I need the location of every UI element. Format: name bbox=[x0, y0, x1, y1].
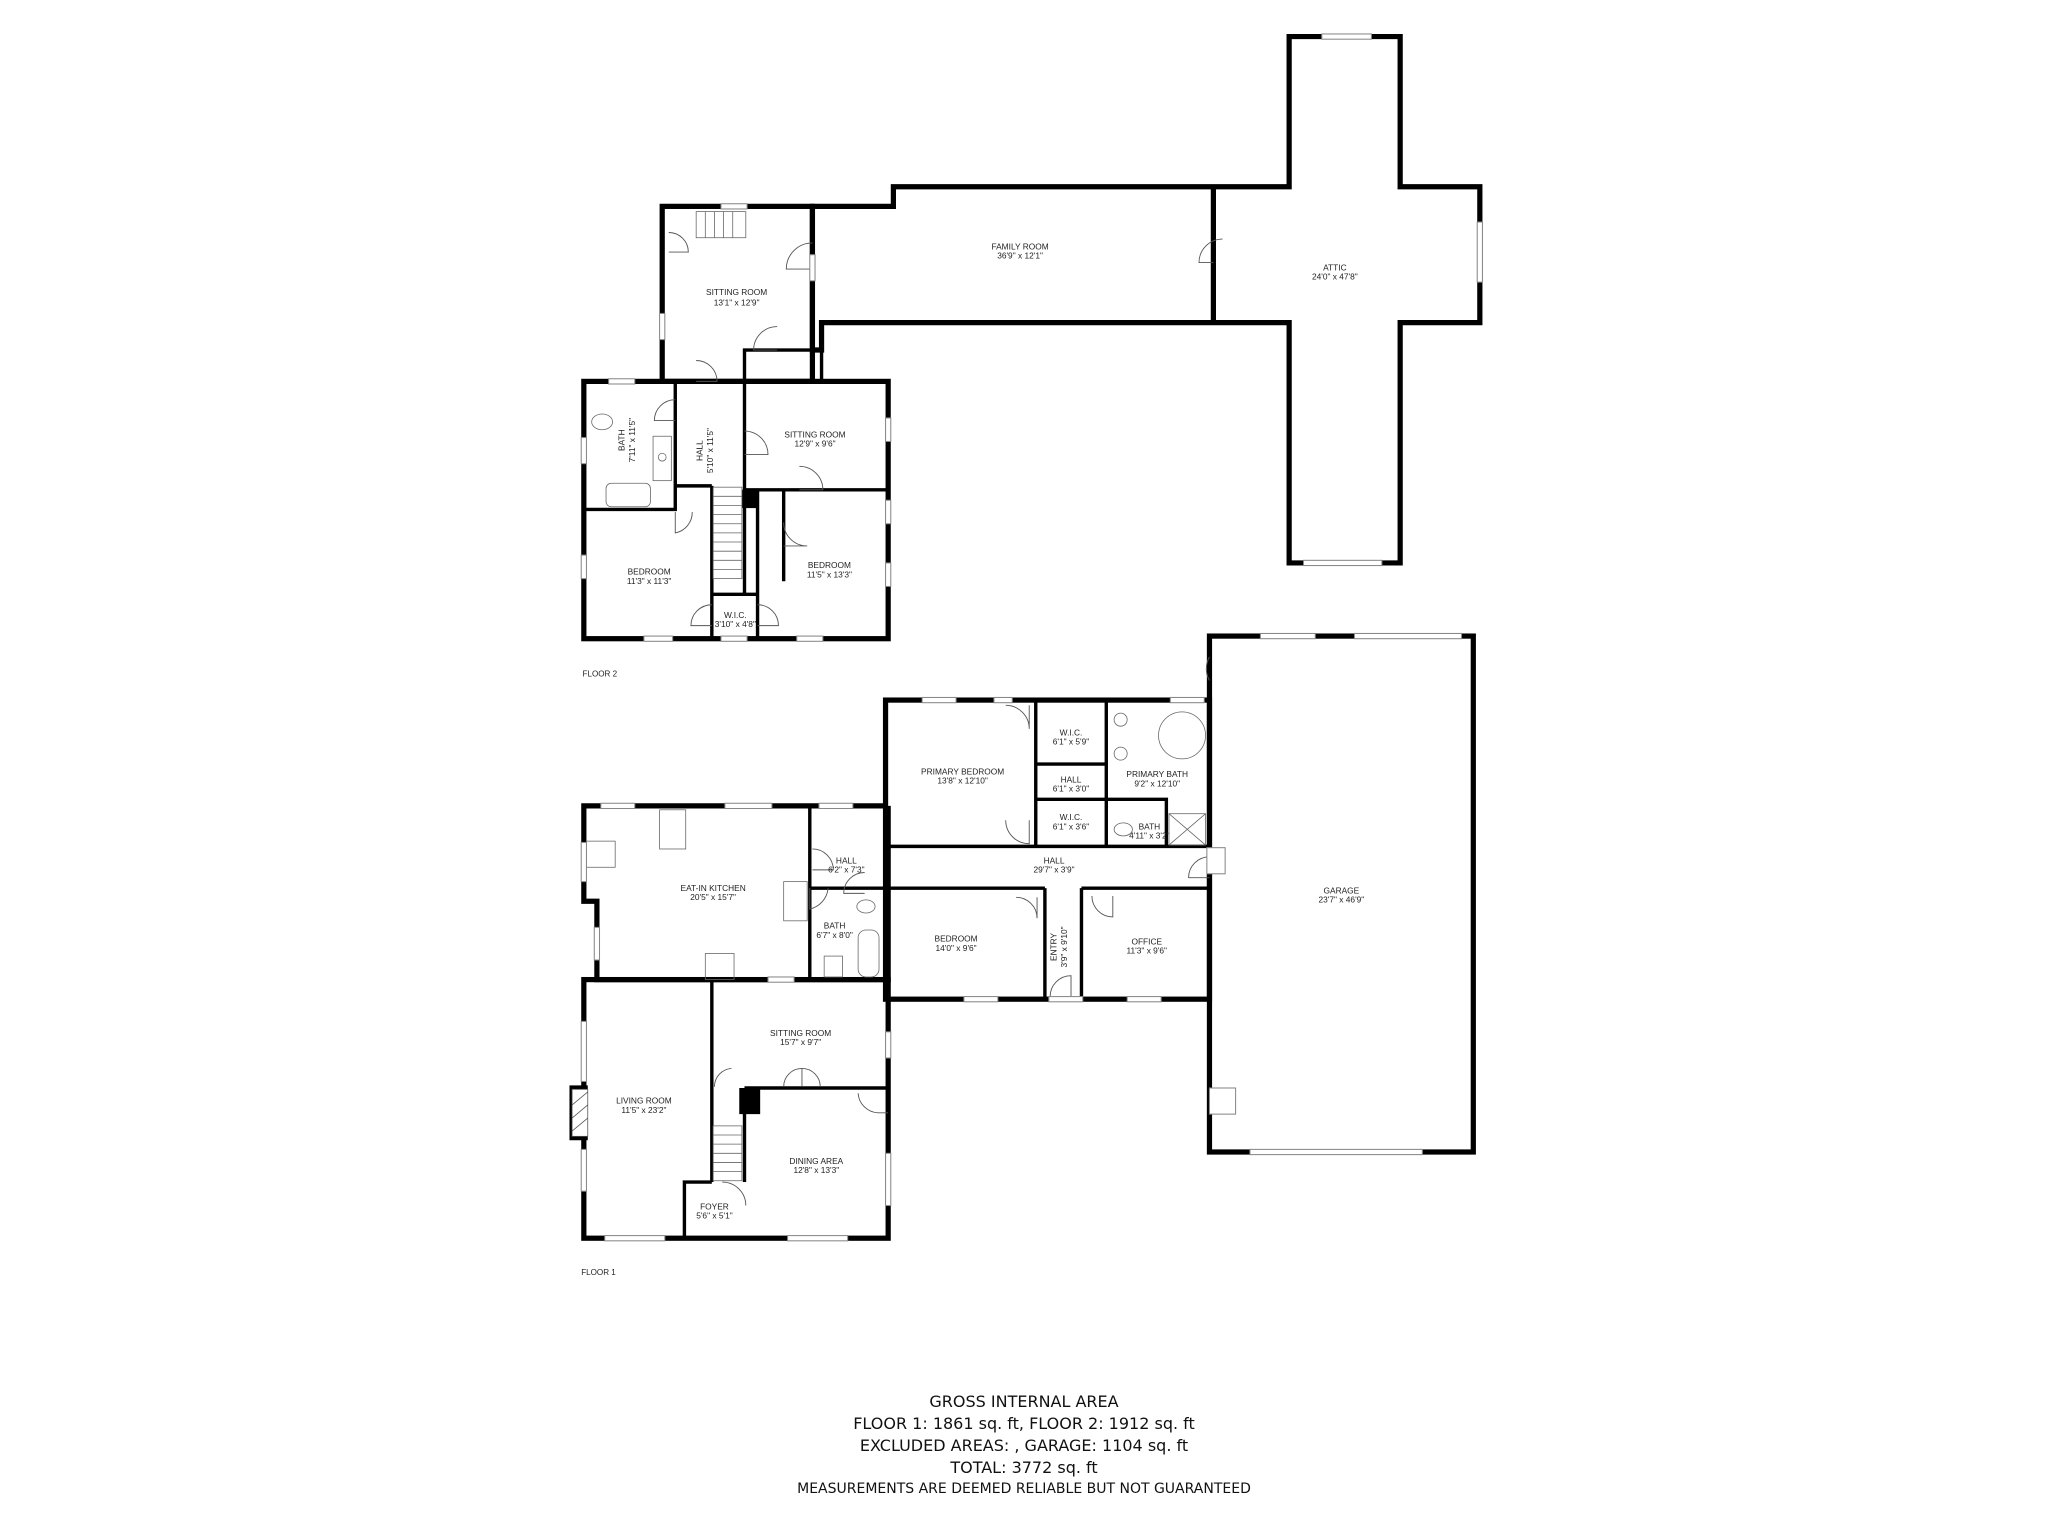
room-name: PRIMARY BATH bbox=[1126, 769, 1188, 779]
room-name: BATH bbox=[824, 921, 846, 931]
room-dims: 3'10" x 4'8" bbox=[715, 619, 756, 629]
room-dims: 6'1" x 5'9" bbox=[1053, 736, 1090, 746]
windows bbox=[580, 632, 1463, 1242]
room-dims: 29'7" x 3'9" bbox=[1033, 864, 1074, 874]
room-dims: 15'7" x 9'7" bbox=[780, 1037, 821, 1047]
room-name: SITTING ROOM bbox=[784, 430, 845, 440]
room-name: ENTRY bbox=[1049, 932, 1059, 961]
room-dims: 24'0" x 47'8" bbox=[1312, 272, 1358, 282]
floor-2: SITTING ROOM 13'1" x 12'9" FAMILY ROOM 3… bbox=[580, 33, 1483, 679]
room-name: FAMILY ROOM bbox=[991, 241, 1048, 251]
room-dims: 6'7" x 8'0" bbox=[816, 930, 853, 940]
fireplace-icon bbox=[569, 1085, 589, 1141]
door-icons bbox=[653, 232, 1223, 627]
room-dims: 12'8" x 13'3" bbox=[793, 1165, 839, 1175]
room-name: OFFICE bbox=[1131, 936, 1162, 946]
room-name: FOYER bbox=[700, 1201, 729, 1211]
floor-1-label: FLOOR 1 bbox=[581, 1268, 616, 1277]
excluded-areas: EXCLUDED AREAS: , GARAGE: 1104 sq. ft bbox=[859, 1436, 1189, 1455]
room-dims: 11'5" x 23'2" bbox=[621, 1105, 666, 1115]
room-name: W.I.C. bbox=[1060, 727, 1083, 737]
room-dims: 6'1" x 3'0" bbox=[1053, 784, 1090, 794]
room-dims: 9'2" x 12'10" bbox=[1134, 778, 1180, 788]
floor-2-label: FLOOR 2 bbox=[583, 670, 618, 679]
room-dims: 36'9" x 12'1" bbox=[997, 251, 1043, 261]
room-name: BATH bbox=[616, 429, 626, 451]
room-name: ATTIC bbox=[1323, 262, 1346, 272]
room-name: GARAGE bbox=[1324, 885, 1360, 895]
room-name: HALL bbox=[1044, 855, 1065, 865]
stairs-icon bbox=[695, 211, 747, 580]
total-area: TOTAL: 3772 sq. ft bbox=[950, 1458, 1098, 1477]
room-name: W.I.C. bbox=[1060, 812, 1083, 822]
room-name: SITTING ROOM bbox=[770, 1028, 831, 1038]
room-name: BEDROOM bbox=[628, 567, 671, 577]
room-dims: 11'5" x 13'3" bbox=[807, 569, 852, 579]
room-dims: 5'10" x 11'5" bbox=[705, 428, 715, 473]
room-dims: 6'1" x 3'6" bbox=[1053, 821, 1090, 831]
fixtures bbox=[591, 413, 672, 508]
family-attic-outline bbox=[809, 33, 1483, 566]
room-name: HALL bbox=[695, 440, 705, 461]
room-name: BEDROOM bbox=[808, 560, 851, 570]
stairs-icon bbox=[659, 809, 743, 1182]
floor-1: PRIMARY BEDROOM 13'8" x 12'10" W.I.C. 6'… bbox=[569, 632, 1476, 1277]
room-name: DINING AREA bbox=[789, 1156, 843, 1166]
floor-areas: FLOOR 1: 1861 sq. ft, FLOOR 2: 1912 sq. … bbox=[853, 1414, 1195, 1433]
room-dims: 23'7" x 46'9" bbox=[1319, 895, 1365, 905]
room-dims: 5'6" x 5'1" bbox=[696, 1211, 733, 1221]
room-name: HALL bbox=[836, 855, 857, 865]
room-dims: 13'1" x 12'9" bbox=[714, 298, 760, 308]
room-name: PRIMARY BEDROOM bbox=[921, 767, 1004, 777]
windows bbox=[580, 33, 1483, 642]
room-name: BEDROOM bbox=[935, 934, 978, 944]
area-title: GROSS INTERNAL AREA bbox=[929, 1392, 1119, 1411]
room-dims: 11'3" x 11'3" bbox=[627, 576, 672, 586]
room-name: W.I.C. bbox=[724, 610, 747, 620]
chimney bbox=[741, 489, 758, 509]
room-dims: 13'8" x 12'10" bbox=[937, 776, 987, 786]
chimney bbox=[739, 1088, 761, 1115]
room-dims: 20'5" x 15'7" bbox=[690, 892, 736, 902]
door-icons bbox=[713, 656, 1210, 1206]
room-name: SITTING ROOM bbox=[706, 287, 767, 297]
room-dims: 11'3" x 9'6" bbox=[1127, 945, 1168, 955]
room-name: BATH bbox=[1139, 821, 1161, 831]
disclaimer: MEASUREMENTS ARE DEEMED RELIABLE BUT NOT… bbox=[797, 1481, 1251, 1497]
room-name: HALL bbox=[1061, 774, 1082, 784]
fixtures bbox=[586, 711, 1206, 980]
room-name: LIVING ROOM bbox=[616, 1096, 672, 1106]
room-dims: 7'11" x 11'5" bbox=[627, 418, 637, 463]
room-dims: 12'9" x 9'6" bbox=[794, 439, 835, 449]
room-name: EAT-IN KITCHEN bbox=[681, 883, 746, 893]
room-dims: 4'11" x 3'2" bbox=[1129, 831, 1170, 841]
room-dims: 3'9" x 9'10" bbox=[1059, 926, 1069, 967]
room-dims: 6'2" x 7'3" bbox=[828, 864, 865, 874]
room-dims: 14'0" x 9'6" bbox=[936, 943, 977, 953]
